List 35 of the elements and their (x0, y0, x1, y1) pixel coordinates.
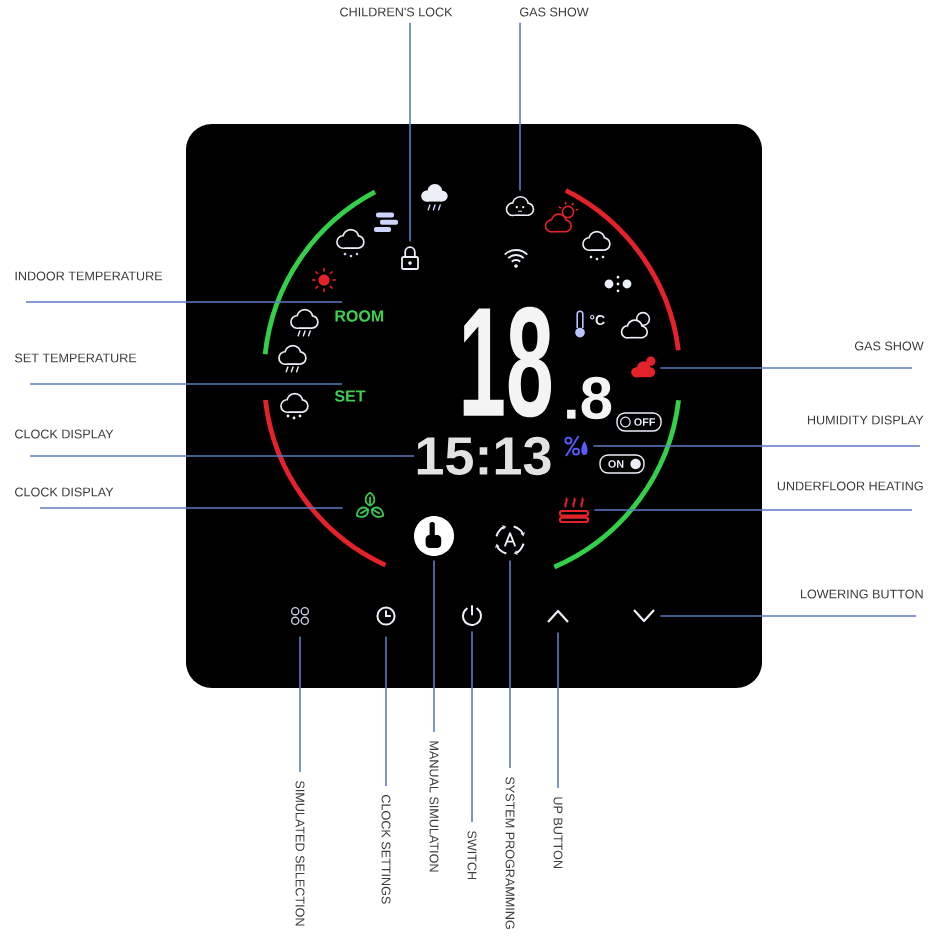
sun-cloud-icon (631, 356, 656, 378)
leader-line (385, 635, 387, 787)
leader-line (409, 22, 411, 243)
leader-line (471, 630, 473, 823)
leader-line (592, 445, 921, 447)
power-icon (462, 605, 482, 626)
lock-icon (401, 246, 419, 270)
mode-label: ROOM (335, 310, 384, 322)
chevron-up-icon (547, 609, 569, 623)
temperature-digits: .8 (567, 376, 612, 420)
mode-label: SET (334, 390, 366, 402)
temperature-digits: 18 (463, 306, 552, 418)
leader-line (519, 22, 521, 192)
leader-line (299, 635, 301, 773)
humidity-icon (564, 435, 588, 457)
auto-icon (495, 525, 525, 555)
leader-line (433, 559, 435, 733)
leader-line (593, 509, 913, 511)
hand-icon (414, 516, 454, 556)
leader-line (25, 301, 343, 303)
leader-line (29, 383, 343, 385)
leaf-icon (355, 491, 385, 518)
leader-line (659, 367, 913, 369)
display-panel (186, 124, 762, 688)
leader-line (557, 631, 559, 789)
leader-line (659, 615, 917, 617)
leader-line (39, 507, 344, 509)
heating-icon (558, 497, 590, 524)
clock-icon (376, 606, 396, 626)
chevron-down-icon (633, 609, 655, 623)
clock-digits: 15:13 (417, 436, 551, 476)
leader-line (509, 559, 511, 769)
grid-icon (290, 606, 310, 626)
leader-line (29, 455, 415, 457)
cloud-icon (505, 195, 535, 217)
